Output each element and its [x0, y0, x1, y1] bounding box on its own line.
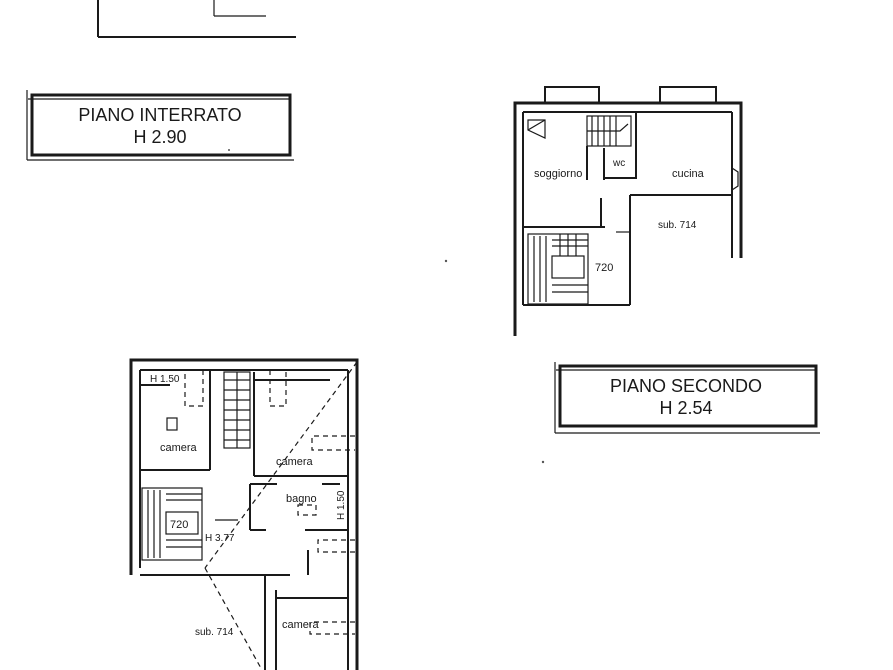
basement-title: PIANO INTERRATO — [78, 105, 241, 125]
room-label-soggiorno: soggiorno — [534, 168, 582, 180]
sub-714-label: sub. 714 — [658, 220, 697, 231]
room-label-camera-left: camera — [160, 442, 198, 454]
room-label-bagno: bagno — [286, 493, 317, 505]
speck — [444, 259, 448, 263]
second-floor-plan: soggiorno wc cucina sub. 714 720 — [513, 86, 743, 336]
title-box-second: PIANO SECONDO H 2.54 — [554, 362, 820, 434]
speck — [541, 460, 545, 464]
speck — [228, 149, 230, 151]
second-height: H 2.54 — [659, 398, 712, 418]
top-plan-fragment — [97, 0, 296, 38]
sub-714-label-lower: sub. 714 — [195, 627, 234, 638]
room-label-cucina: cucina — [672, 168, 705, 180]
lower-floor-plan: H 1.50 camera camera bagno H 1.50 720 H … — [129, 358, 359, 670]
room-label-camera-bottom: camera — [282, 619, 320, 631]
height-label-top: H 1.50 — [150, 374, 180, 385]
stair-720-label-lower: 720 — [170, 519, 188, 531]
room-label-wc: wc — [612, 158, 625, 169]
height-label-377: H 3.77 — [205, 533, 235, 544]
room-label-camera-right: camera — [276, 456, 314, 468]
basement-height: H 2.90 — [133, 127, 186, 147]
stair-720-label: 720 — [595, 262, 613, 274]
second-title: PIANO SECONDO — [610, 376, 762, 396]
height-label-side: H 1.50 — [336, 490, 347, 520]
title-box-basement: PIANO INTERRATO H 2.90 — [26, 90, 294, 161]
